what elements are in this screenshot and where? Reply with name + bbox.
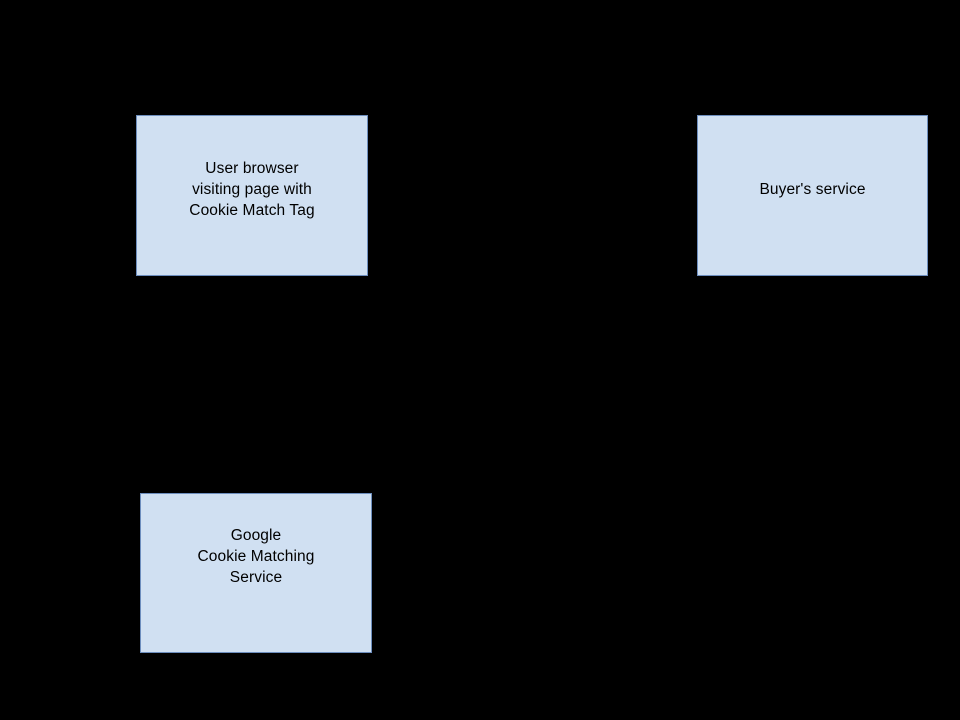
node-user-browser[interactable]: User browser visiting page with Cookie M… [136,115,368,276]
node-google-cookie-matching-service[interactable]: Google Cookie Matching Service [140,493,372,653]
node-buyers-service-label: Buyer's service [759,181,866,198]
node-google-cookie-matching-service-label: Google Cookie Matching Service [197,526,315,586]
node-buyers-service[interactable]: Buyer's service [697,115,928,276]
node-user-browser-label: User browser visiting page with Cookie M… [189,160,315,219]
